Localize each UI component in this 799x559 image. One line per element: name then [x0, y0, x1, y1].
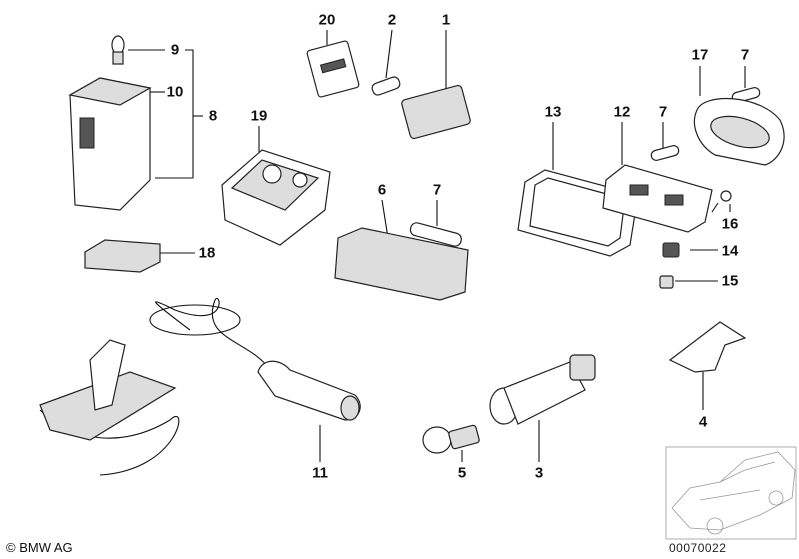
callout-2: 2 — [387, 11, 397, 29]
part-9-bulb — [111, 35, 125, 65]
image-number: 00070022 — [669, 541, 727, 555]
callout-20: 20 — [318, 11, 336, 29]
callout-7: 7 — [740, 46, 750, 64]
callout-19: 19 — [250, 107, 268, 125]
leader-lines — [128, 29, 746, 462]
callout-9: 9 — [170, 41, 180, 59]
vehicle-thumbnail — [665, 446, 797, 540]
callout-7: 7 — [432, 181, 442, 199]
callout-13: 13 — [544, 103, 562, 121]
callout-4: 4 — [698, 413, 708, 431]
callout-8: 8 — [208, 107, 218, 125]
callout-15: 15 — [721, 272, 739, 290]
part-3-socket — [489, 354, 596, 425]
part-12-lamp-carrier — [602, 164, 713, 233]
callout-14: 14 — [721, 242, 739, 260]
part-19-lamp-unit — [221, 149, 331, 246]
callout-12: 12 — [613, 103, 631, 121]
part-5-bulb — [422, 424, 480, 454]
callout-11: 11 — [312, 464, 328, 482]
callout-7: 7 — [658, 103, 668, 121]
part-4-bracket — [668, 321, 747, 373]
part-10-lamp-housing — [68, 77, 152, 211]
part-14-clip — [662, 242, 680, 258]
part-16-screw — [711, 190, 732, 213]
part-17-lamp-lens — [693, 97, 785, 166]
part-1-lens — [401, 84, 471, 140]
callout-6: 6 — [377, 181, 387, 199]
callout-18: 18 — [198, 244, 216, 262]
part-6-light-lens — [334, 227, 469, 301]
copyright-text: © BMW AG — [6, 540, 73, 555]
callout-10: 10 — [166, 83, 184, 101]
callout-16: 16 — [721, 215, 739, 233]
callout-3: 3 — [534, 464, 544, 482]
callout-1: 1 — [441, 11, 451, 29]
part-20-switch-housing — [306, 40, 360, 98]
part-7-bulb — [409, 87, 761, 247]
callout-17: 17 — [691, 46, 709, 64]
part-18-pad — [84, 239, 161, 273]
callout-5: 5 — [457, 464, 467, 482]
inspection-lamp-with-cable — [39, 297, 271, 476]
part-11-plug — [257, 360, 361, 421]
part-2-festoon-bulb — [371, 76, 401, 96]
part-15-clip — [659, 275, 674, 289]
